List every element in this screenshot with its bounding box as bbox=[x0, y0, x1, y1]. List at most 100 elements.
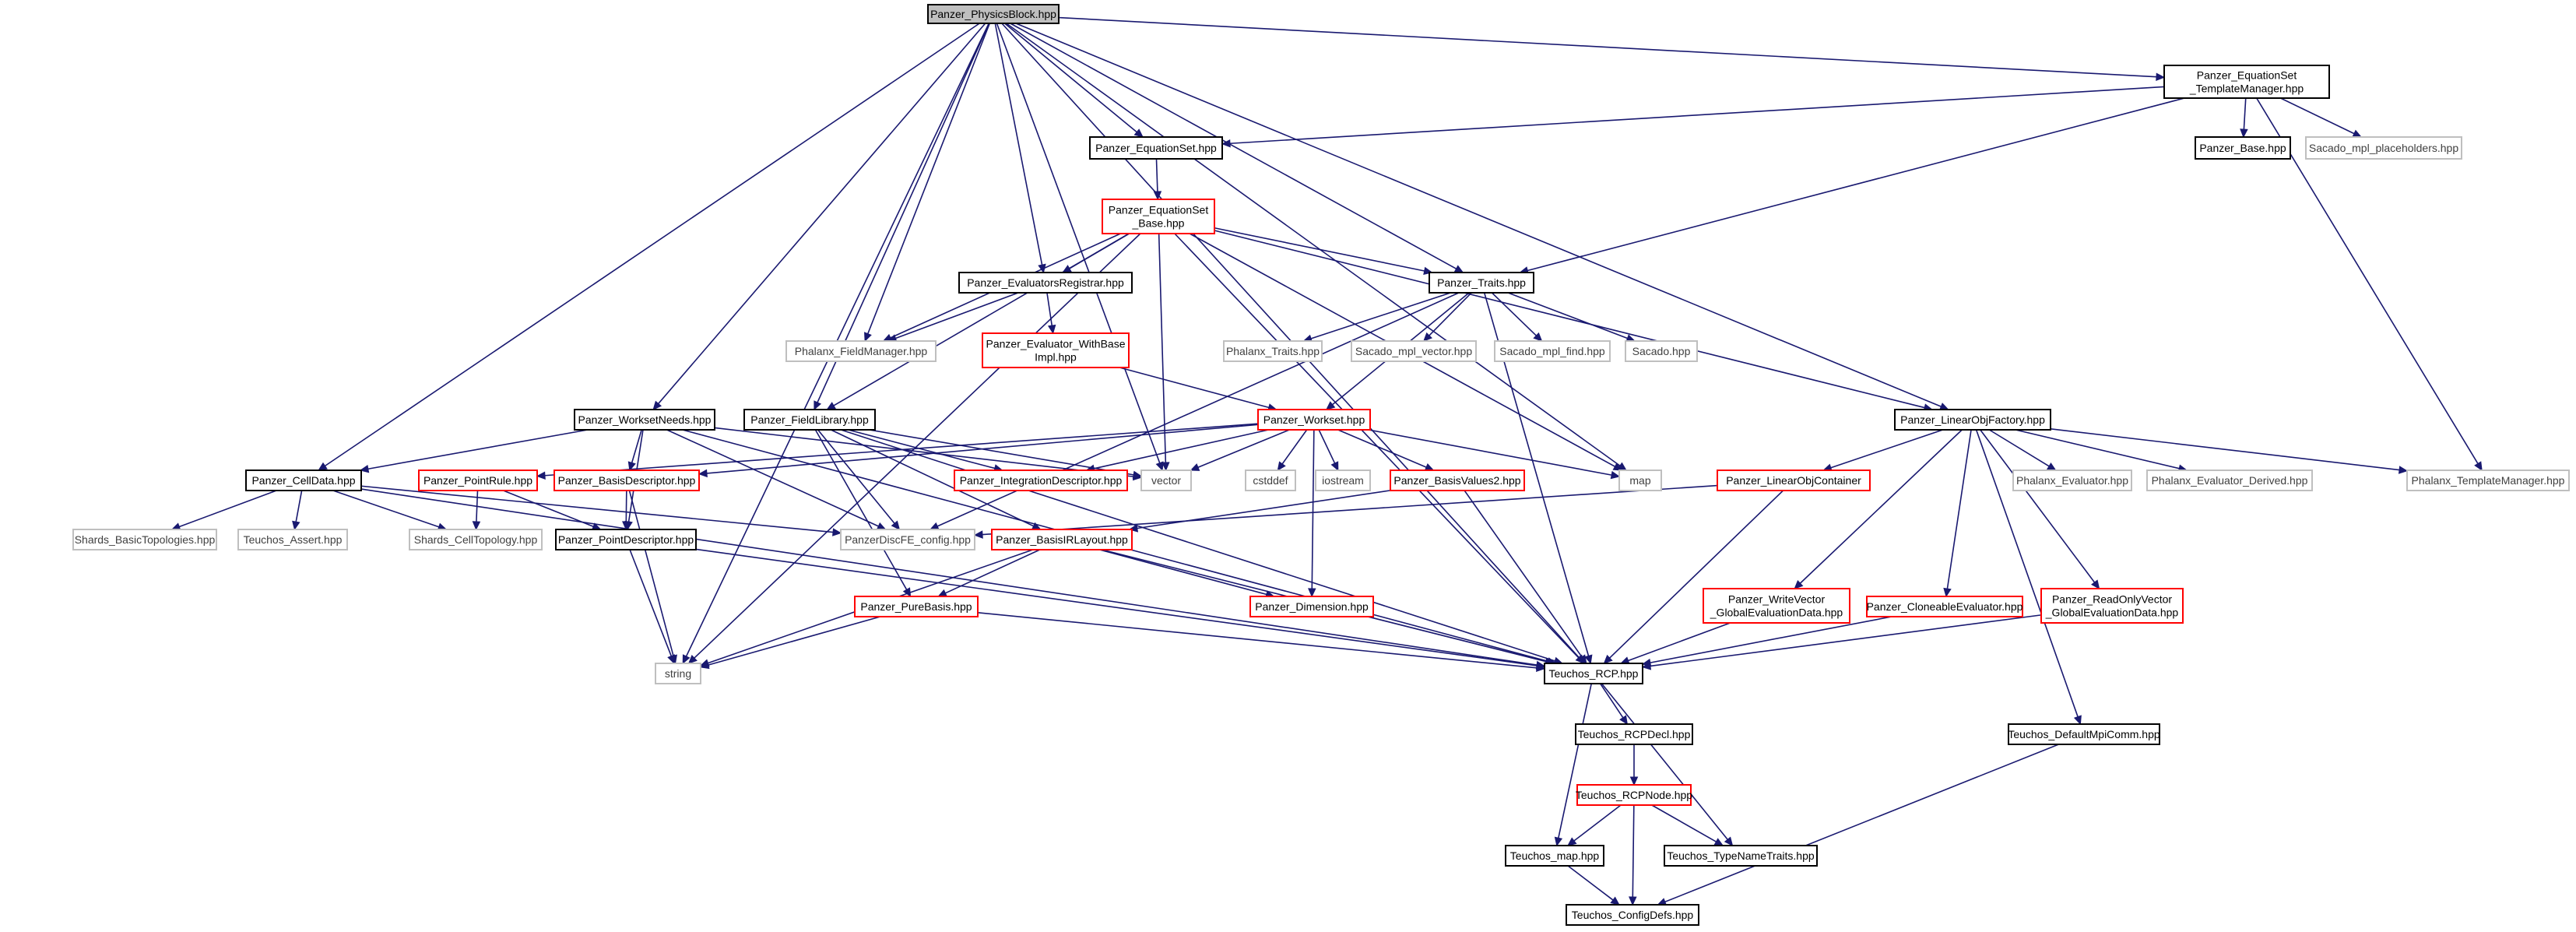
node-integ-desc[interactable]: Panzer_IntegrationDescriptor.hpp bbox=[954, 470, 1128, 491]
edge-teuchos_rcp-to-teuchos_typename bbox=[1601, 683, 1728, 840]
node-workset[interactable]: Panzer_Workset.hpp bbox=[1257, 409, 1371, 431]
node-cstddef[interactable]: cstddef bbox=[1245, 470, 1296, 491]
node-label: Panzer_FieldLibrary.hpp bbox=[750, 413, 869, 426]
node-phalanx-fm[interactable]: Phalanx_FieldManager.hpp bbox=[785, 340, 937, 362]
arrowhead-linobj_container-to-teuchos_rcp bbox=[1603, 654, 1613, 664]
arrowhead-traits-to-discfe_config bbox=[929, 522, 940, 530]
edge-traits-to-phalanx_traits bbox=[1310, 292, 1451, 339]
node-discfe-config[interactable]: PanzerDiscFE_config.hpp bbox=[840, 529, 975, 550]
node-teuchos-configdefs[interactable]: Teuchos_ConfigDefs.hpp bbox=[1566, 904, 1699, 926]
file-nodes: Panzer_PhysicsBlock.hppPanzer_EquationSe… bbox=[72, 4, 2570, 926]
arrowhead-teuchos_rcp-to-teuchos_rcpdecl bbox=[1619, 715, 1629, 726]
edge-physics_block-to-field_library bbox=[817, 23, 990, 403]
node-box bbox=[1664, 845, 1818, 867]
arrowhead-basis_desc-to-point_desc bbox=[622, 521, 631, 531]
node-teuchos-assert[interactable]: Teuchos_Assert.hpp bbox=[237, 529, 348, 550]
node-label: Panzer_WriteVector bbox=[1728, 593, 1826, 606]
node-eval-reg[interactable]: Panzer_EvaluatorsRegistrar.hpp bbox=[958, 272, 1133, 294]
node-iostream[interactable]: iostream bbox=[1315, 470, 1371, 491]
edge-physics_block-to-vector bbox=[996, 23, 1161, 463]
node-pure-basis[interactable]: Panzer_PureBasis.hpp bbox=[854, 596, 979, 617]
node-eqset-base[interactable]: Panzer_EquationSet_Base.hpp bbox=[1102, 199, 1215, 234]
node-box bbox=[1575, 723, 1693, 745]
node-teuchos-map[interactable]: Teuchos_map.hpp bbox=[1505, 845, 1604, 867]
node-cloneable-eval[interactable]: Panzer_CloneableEvaluator.hpp bbox=[1866, 596, 2023, 617]
edge-teuchos_map-to-teuchos_configdefs bbox=[1567, 865, 1614, 901]
node-phalanx-tm[interactable]: Phalanx_TemplateManager.hpp bbox=[2406, 470, 2570, 491]
node-vector[interactable]: vector bbox=[1140, 470, 1192, 491]
node-string[interactable]: string bbox=[655, 663, 701, 684]
node-box bbox=[2008, 723, 2160, 745]
node-basis-irlayout[interactable]: Panzer_BasisIRLayout.hpp bbox=[991, 529, 1133, 550]
node-basis-values2[interactable]: Panzer_BasisValues2.hpp bbox=[1390, 470, 1525, 491]
node-readonly-vector[interactable]: Panzer_ReadOnlyVector_GlobalEvaluationDa… bbox=[2040, 588, 2184, 624]
arrowhead-basis_values2-to-basis_irlayout bbox=[1128, 524, 1139, 533]
arrowhead-point_rule-to-shards_ct bbox=[472, 521, 481, 531]
node-teuchos-rcpdecl[interactable]: Teuchos_RCPDecl.hpp bbox=[1575, 723, 1693, 745]
node-physics-block[interactable]: Panzer_PhysicsBlock.hpp bbox=[927, 4, 1060, 24]
node-field-library[interactable]: Panzer_FieldLibrary.hpp bbox=[743, 409, 876, 431]
node-write-vector[interactable]: Panzer_WriteVector_GlobalEvaluationData.… bbox=[1703, 588, 1850, 624]
edge-workset_needs-to-vector bbox=[714, 427, 1134, 477]
arrowhead-physics_block-to-phalanx_fm bbox=[864, 332, 872, 343]
arrowhead-workset_needs-to-discfe_config bbox=[876, 522, 887, 530]
node-shards-bt[interactable]: Shards_BasicTopologies.hpp bbox=[72, 529, 217, 550]
arrowhead-traits-to-teuchos_rcp bbox=[1584, 654, 1593, 665]
node-box bbox=[785, 340, 937, 362]
node-eqset[interactable]: Panzer_EquationSet.hpp bbox=[1089, 136, 1223, 160]
node-basis-desc[interactable]: Panzer_BasisDescriptor.hpp bbox=[554, 470, 700, 491]
arrowhead-traits-to-sacado_mpl_find bbox=[1533, 332, 1543, 342]
edge-physics_block-to-eqset bbox=[1004, 23, 1137, 133]
arrowhead-basis_irlayout-to-pure_basis bbox=[937, 589, 948, 597]
node-eqset-tm[interactable]: Panzer_EquationSet_TemplateManager.hpp bbox=[2163, 65, 2330, 99]
node-teuchos-rcpnode[interactable]: Teuchos_RCPNode.hpp bbox=[1576, 784, 1692, 806]
node-label: Panzer_Workset.hpp bbox=[1263, 413, 1365, 426]
edge-workset_needs-to-cell_data bbox=[367, 429, 589, 470]
arrowhead-eqset_base-to-string bbox=[687, 654, 698, 664]
node-teuchos-default-mpicomm[interactable]: Teuchos_DefaultMpiComm.hpp bbox=[2008, 723, 2160, 745]
node-phalanx-traits[interactable]: Phalanx_Traits.hpp bbox=[1223, 340, 1323, 362]
node-label: PanzerDiscFE_config.hpp bbox=[845, 533, 971, 546]
node-box bbox=[1494, 340, 1611, 362]
node-panzer-base[interactable]: Panzer_Base.hpp bbox=[2195, 136, 2291, 160]
node-sacado-mpl-find[interactable]: Sacado_mpl_find.hpp bbox=[1494, 340, 1611, 362]
node-point-desc[interactable]: Panzer_PointDescriptor.hpp bbox=[555, 529, 697, 550]
node-phalanx-eval-derived[interactable]: Phalanx_Evaluator_Derived.hpp bbox=[2146, 470, 2313, 491]
node-box bbox=[958, 272, 1133, 294]
node-teuchos-typename[interactable]: Teuchos_TypeNameTraits.hpp bbox=[1664, 845, 1818, 867]
node-shards-ct[interactable]: Shards_CellTopology.hpp bbox=[409, 529, 543, 550]
node-box bbox=[1315, 470, 1371, 491]
node-dimension[interactable]: Panzer_Dimension.hpp bbox=[1249, 596, 1374, 617]
node-workset-needs[interactable]: Panzer_WorksetNeeds.hpp bbox=[574, 409, 715, 431]
node-label: Panzer_PhysicsBlock.hpp bbox=[930, 8, 1056, 20]
edge-eval_wb-to-workset bbox=[1119, 367, 1270, 409]
node-sacado-mpl-vector[interactable]: Sacado_mpl_vector.hpp bbox=[1351, 340, 1477, 362]
node-teuchos-rcp[interactable]: Teuchos_RCP.hpp bbox=[1544, 663, 1643, 684]
node-linobj-container[interactable]: Panzer_LinearObjContainer bbox=[1717, 470, 1871, 491]
edge-eqset-to-eqset_base bbox=[1155, 158, 1158, 192]
arrowhead-cell_data-to-discfe_config bbox=[832, 528, 842, 536]
node-box bbox=[2406, 470, 2570, 491]
node-sacado[interactable]: Sacado.hpp bbox=[1625, 340, 1698, 362]
arrowhead-eqset_base-to-vector bbox=[1161, 462, 1170, 472]
node-label: _TemplateManager.hpp bbox=[2189, 83, 2304, 95]
edge-field_library-to-pure_basis bbox=[814, 429, 908, 590]
node-box bbox=[1351, 340, 1477, 362]
node-sacado-mpl-ph[interactable]: Sacado_mpl_placeholders.hpp bbox=[2305, 136, 2462, 160]
node-traits[interactable]: Panzer_Traits.hpp bbox=[1429, 272, 1534, 294]
edge-linobj_factory-to-phalanx_eval bbox=[1988, 429, 2050, 467]
edge-eqset_base-to-traits bbox=[1214, 227, 1425, 272]
node-point-rule[interactable]: Panzer_PointRule.hpp bbox=[418, 470, 538, 491]
edge-physics_block-to-eqset_tm bbox=[1058, 16, 2157, 78]
edge-workset-to-dimension bbox=[1311, 429, 1315, 589]
node-box bbox=[854, 596, 979, 617]
node-box bbox=[991, 529, 1133, 550]
node-linobj-factory[interactable]: Panzer_LinearObjFactory.hpp bbox=[1894, 409, 2051, 431]
edge-teuchos_rcp-to-teuchos_rcpdecl bbox=[1600, 683, 1624, 719]
node-cell-data[interactable]: Panzer_CellData.hpp bbox=[245, 470, 362, 491]
node-phalanx-eval[interactable]: Phalanx_Evaluator.hpp bbox=[2012, 470, 2132, 491]
node-map[interactable]: map bbox=[1618, 470, 1662, 491]
node-box bbox=[1089, 136, 1223, 160]
arrowhead-teuchos_rcpdecl-to-teuchos_rcpnode bbox=[1629, 776, 1639, 786]
